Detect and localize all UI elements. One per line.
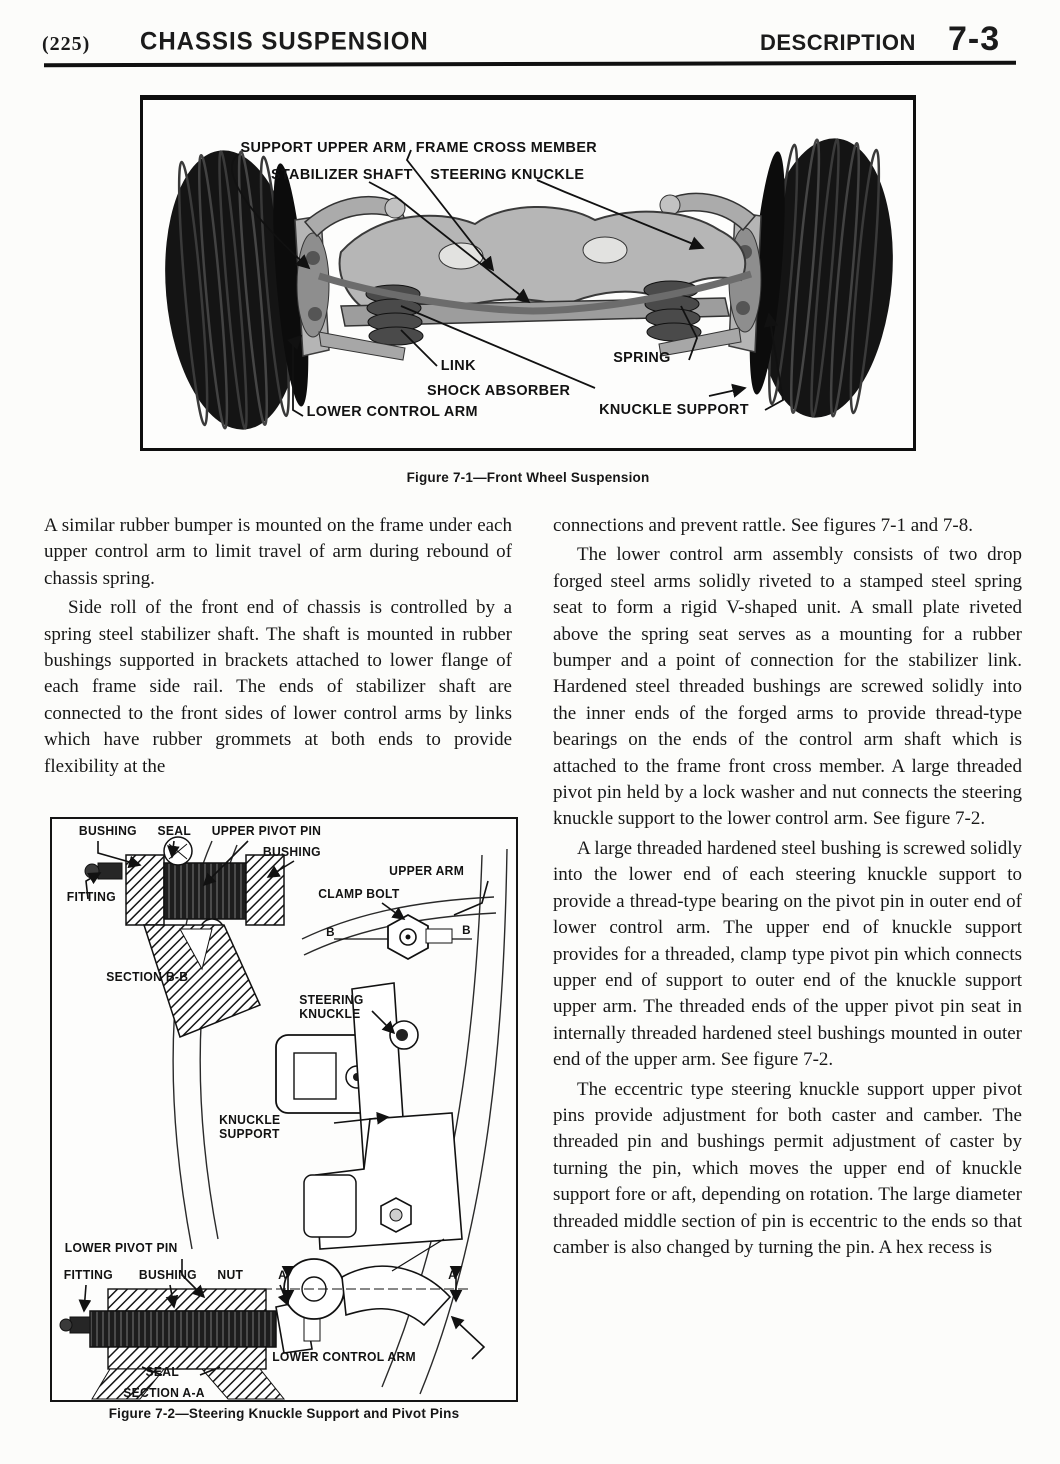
front-suspension-illustration [165, 138, 893, 430]
label-upper-arm: UPPER ARM [389, 864, 465, 878]
label-bushing-top: BUSHING [78, 824, 137, 838]
label-support-upper-arm: SUPPORT UPPER ARM [240, 139, 407, 156]
stabilizer-shaft-shape [317, 270, 753, 315]
label-bushing-bottom: BUSHING [138, 1268, 197, 1282]
label-seal-top: SEAL [157, 824, 192, 838]
right-tire [749, 138, 893, 418]
clamp-bolt-drawing [334, 913, 472, 961]
label-fitting-top: FITTING [66, 890, 116, 904]
label-spring: SPRING [613, 349, 671, 366]
label-shock-absorber: SHOCK ABSORBER [426, 382, 571, 399]
section-title: DESCRIPTION [760, 30, 916, 55]
paragraph: The eccentric type steering knuckle supp… [553, 1078, 1022, 1258]
label-bushing-top2: BUSHING [262, 845, 321, 859]
label-section-aa: SECTION A-A [123, 1386, 205, 1400]
label-clamp-bolt: CLAMP BOLT [318, 887, 400, 901]
figure-7-1 [140, 95, 916, 451]
label-lower-control-arm-2: LOWER CONTROL ARM [272, 1350, 416, 1364]
label-knuckle-support: KNUCKLE SUPPORT [599, 401, 749, 418]
steering-knuckle-drawing [275, 1034, 383, 1114]
label-steering-knuckle: STEERING KNUCKLE [430, 166, 585, 183]
page-number: (225) [42, 33, 91, 55]
label-nut: NUT [217, 1268, 244, 1282]
left-lower-arm [318, 331, 406, 361]
knuckle-support-illustration [59, 836, 508, 1400]
chapter-title: CHASSIS SUSPENSION [140, 27, 429, 56]
label-a-left: A [278, 1268, 287, 1282]
label-upper-pivot-pin: UPPER PIVOT PIN [211, 824, 322, 838]
section-bb-drawing [84, 836, 285, 1038]
label-b-right: B [462, 923, 471, 937]
label-seal-bottom: SEAL [145, 1365, 180, 1379]
label-fitting-bottom: FITTING [63, 1268, 113, 1282]
label-stabilizer-shaft: STABILIZER SHAFT [270, 166, 413, 183]
figure-7-1-caption: Figure 7-1—Front Wheel Suspension [406, 470, 650, 485]
figure-7-2 [50, 817, 518, 1402]
paragraph: A similar rubber bumper is mounted on th… [44, 515, 512, 589]
label-b-left: B [326, 925, 335, 939]
paragraph: connections and prevent rattle. See figu… [553, 515, 973, 536]
left-column: A similar rubber bumper is mounted on th… [44, 513, 512, 783]
figure1-leader-lines [231, 149, 784, 417]
label-frame-cross-member: FRAME CROSS MEMBER [415, 139, 598, 156]
paragraph: Side roll of the front end of chassis is… [44, 597, 512, 777]
right-lower-arm [658, 327, 742, 357]
right-column: connections and prevent rattle. See figu… [553, 513, 1022, 1264]
label-section-bb: SECTION B-B [106, 970, 189, 984]
label-a-right: A [448, 1268, 457, 1282]
label-steering-knuckle-2: STEERING KNUCKLE [299, 993, 364, 1021]
section-aa-drawing [59, 1288, 321, 1400]
figure-7-2-caption: Figure 7-2—Steering Knuckle Support and … [108, 1406, 460, 1421]
label-lower-pivot-pin: LOWER PIVOT PIN [64, 1241, 178, 1255]
page-code: 7-3 [948, 20, 1001, 58]
label-lower-control-arm: LOWER CONTROL ARM [306, 403, 478, 420]
label-knuckle-support-2: KNUCKLE SUPPORT [219, 1113, 281, 1141]
label-link: LINK [440, 357, 476, 374]
header-rule [43, 60, 1017, 68]
paragraph: A large threaded hardened steel bushing … [553, 837, 1022, 1071]
lower-control-arm-drawing [248, 1238, 472, 1327]
figure2-leader-lines [78, 840, 489, 1376]
paragraph: The lower control arm assembly consists … [553, 544, 1022, 830]
